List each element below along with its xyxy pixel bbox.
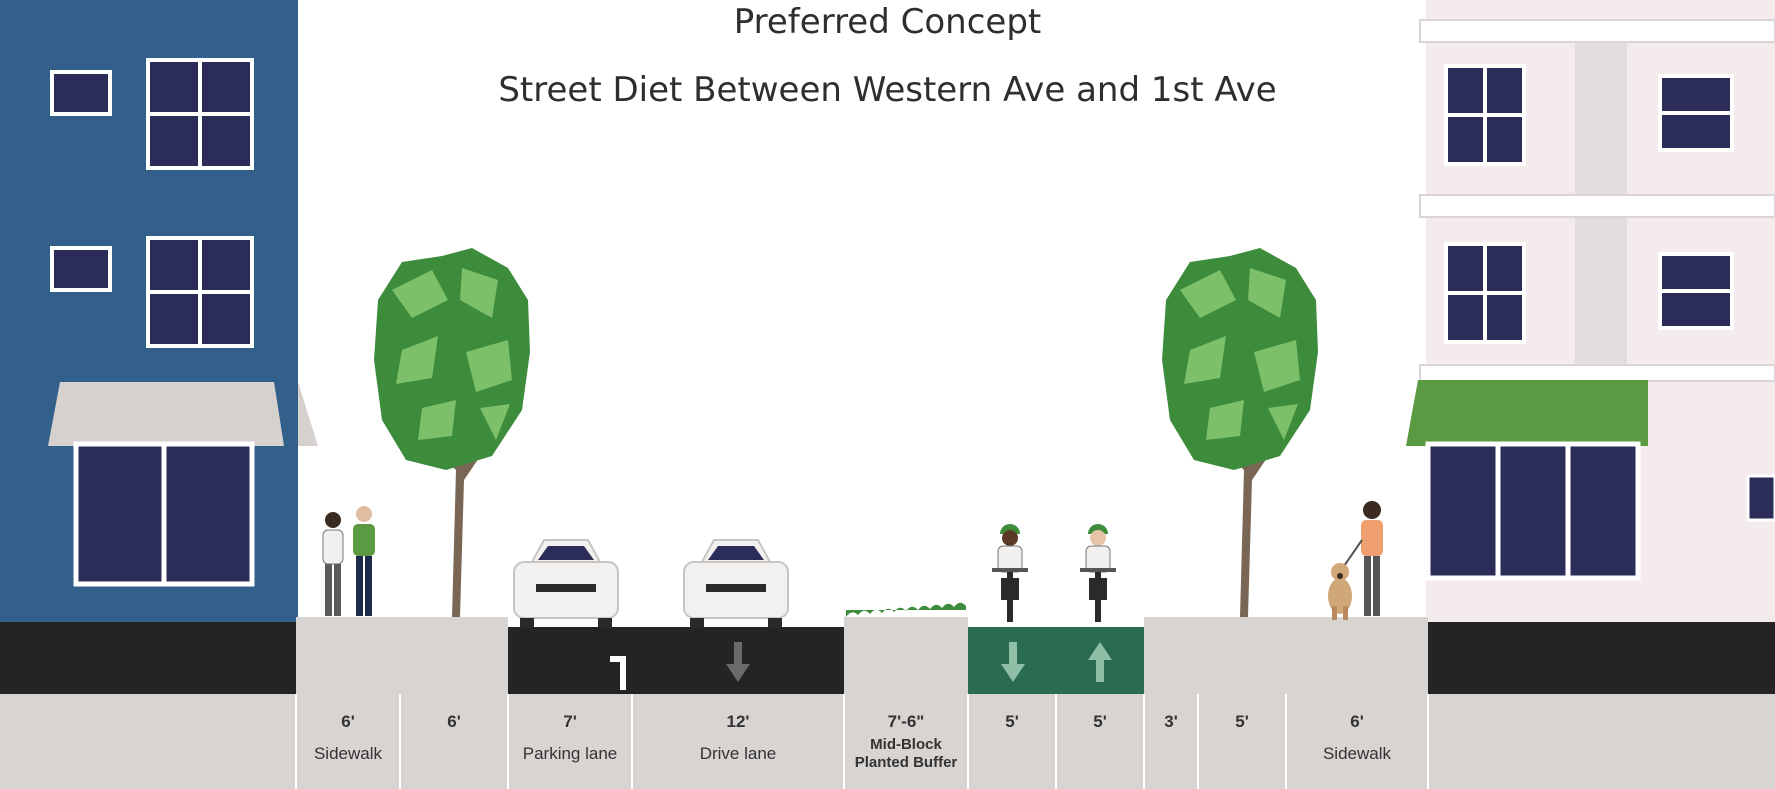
segment-width: 7'	[563, 712, 577, 731]
segment-name: Sidewalk	[1322, 744, 1392, 763]
window	[146, 236, 254, 348]
segment-width: 5'	[1235, 712, 1249, 731]
cornice	[1419, 19, 1775, 43]
pedestrian	[353, 506, 375, 616]
segment-label: 7'-6" Mid-Block Planted Buffer	[844, 712, 968, 772]
window	[1444, 242, 1526, 344]
cornice	[1419, 194, 1775, 218]
segment-label: 6' Sidewalk	[296, 712, 400, 764]
parked-car	[513, 539, 619, 628]
cyclist	[992, 524, 1028, 622]
cyclist	[1080, 524, 1116, 622]
awning-edge	[298, 382, 318, 446]
diagram-title: Preferred Concept	[733, 2, 1042, 42]
segment-width: 5'	[1005, 712, 1019, 731]
segment-label: 3'	[1144, 712, 1198, 732]
parking-marker	[610, 656, 626, 662]
window	[50, 246, 112, 292]
cornice	[1419, 364, 1775, 382]
left-foundation	[0, 622, 298, 694]
planted-buffer-shrubs	[846, 602, 966, 617]
window	[1658, 74, 1734, 152]
window	[1658, 252, 1734, 330]
segment-label: 5'	[1198, 712, 1286, 732]
car	[683, 539, 789, 628]
planted-buffer	[844, 617, 968, 694]
segment-width: 5'	[1093, 712, 1107, 731]
arrow-down-icon	[726, 642, 750, 682]
left-building	[0, 0, 318, 622]
segment-width: 6'	[447, 712, 461, 731]
arrow-down-icon	[1001, 642, 1025, 682]
diagram-subtitle: Street Diet Between Western Ave and 1st …	[498, 70, 1277, 110]
segment-name: Mid-Block Planted Buffer	[854, 736, 958, 771]
segment-name: Sidewalk	[313, 744, 383, 763]
segment-width: 6'	[1350, 712, 1364, 731]
storefront-window	[73, 441, 255, 587]
left-sidewalk	[296, 617, 508, 694]
segment-width: 6'	[341, 712, 355, 731]
segment-label: 5'	[968, 712, 1056, 732]
pedestrian	[1343, 501, 1383, 616]
bike-lanes	[968, 627, 1144, 694]
pedestrian	[322, 512, 344, 616]
segment-label: 12' Drive lane	[632, 712, 844, 764]
segment-width: 3'	[1164, 712, 1178, 731]
right-building	[1406, 0, 1775, 622]
awning	[1406, 380, 1648, 446]
segment-width: 12'	[726, 712, 750, 731]
segment-label: 6'	[400, 712, 508, 732]
right-sidewalk	[1144, 617, 1428, 694]
tree	[374, 248, 530, 617]
segment-label: 7' Parking lane	[508, 712, 632, 764]
window	[146, 58, 254, 170]
parking-marker	[620, 656, 626, 690]
awning	[48, 382, 284, 446]
tree	[1162, 248, 1318, 617]
segment-label: 6' Sidewalk	[1286, 712, 1428, 764]
segment-name: Parking lane	[522, 744, 618, 763]
segment-name: Drive lane	[699, 744, 777, 763]
arrow-up-icon	[1088, 642, 1112, 682]
segment-width: 7'-6"	[887, 712, 925, 731]
window	[1746, 474, 1775, 522]
storefront-window	[1425, 441, 1641, 581]
segment-label: 5'	[1056, 712, 1144, 732]
right-foundation	[1426, 622, 1775, 694]
dog	[1328, 563, 1352, 620]
segment-dividers	[295, 694, 1429, 789]
window	[1444, 64, 1526, 166]
window	[50, 70, 112, 116]
